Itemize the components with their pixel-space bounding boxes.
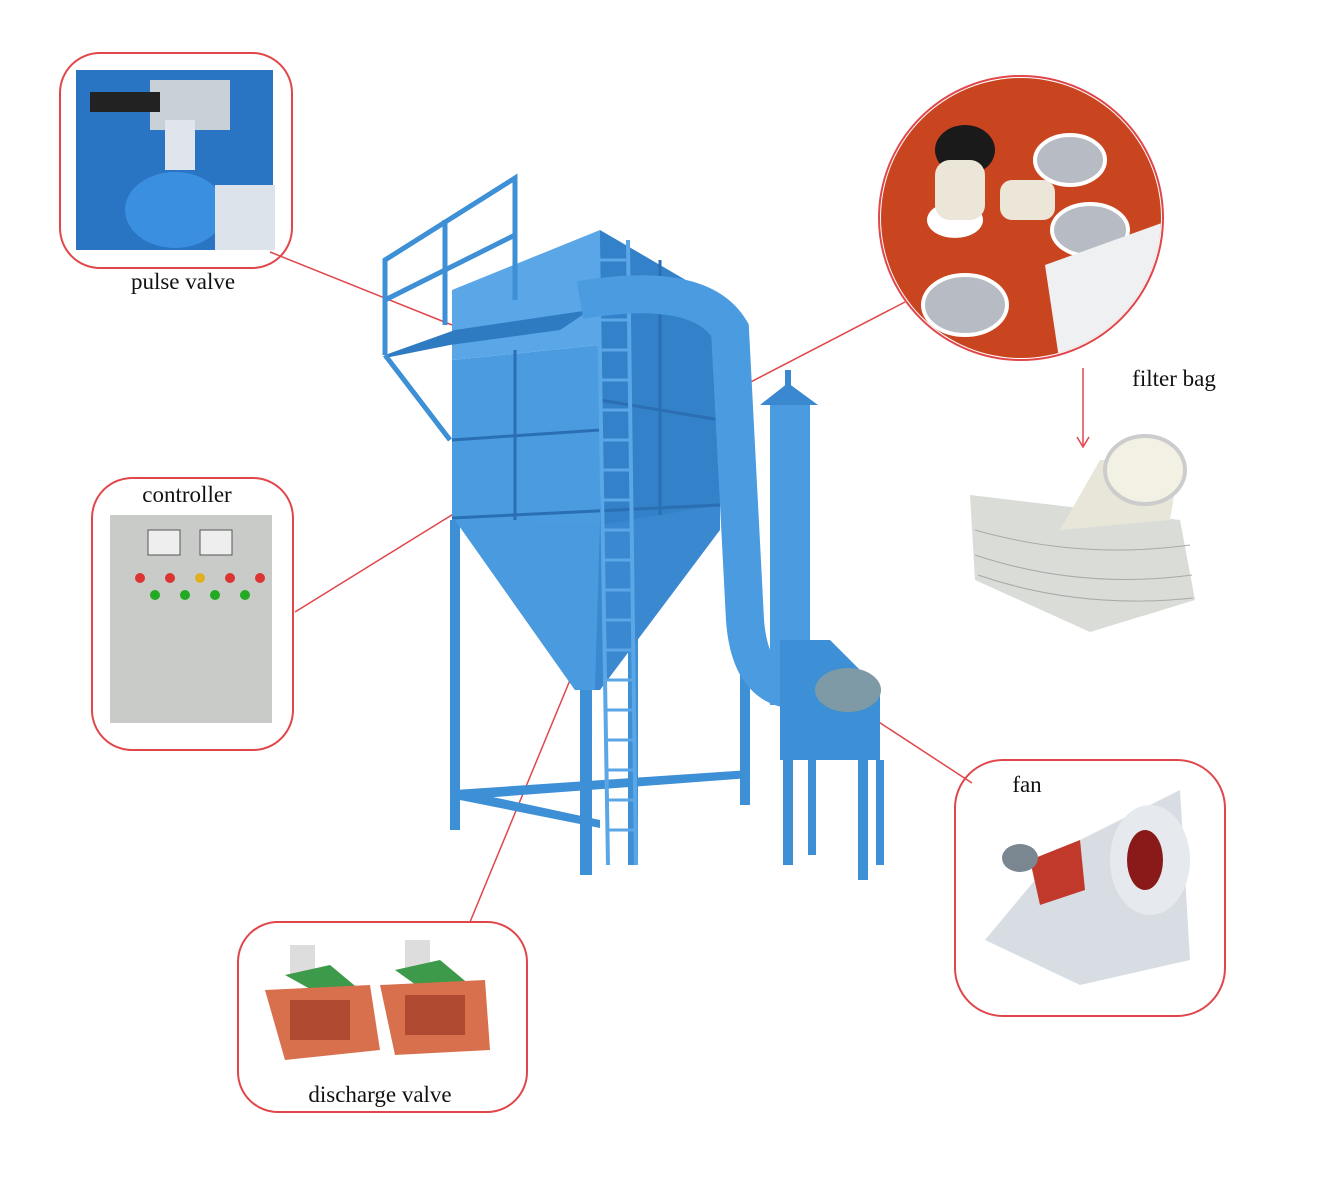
pulse-valve-photo xyxy=(76,70,275,250)
discharge-valve-label: discharge valve xyxy=(308,1082,452,1107)
controller-indicator-light xyxy=(165,573,175,583)
pulse-valve-frame xyxy=(59,52,293,269)
controller-photo xyxy=(110,515,272,723)
pulse-valve-label: pulse valve xyxy=(130,269,236,294)
filter-bag-install-photo xyxy=(881,78,1161,358)
filter-bag-frame xyxy=(878,75,1164,361)
leader-discharge-valve xyxy=(469,667,576,923)
fan-photo xyxy=(985,790,1190,985)
fan-label: fan xyxy=(1012,772,1042,797)
controller-indicator-light xyxy=(150,590,160,600)
controller-indicator-light xyxy=(240,590,250,600)
filter-bag-label: filter bag xyxy=(1132,366,1216,391)
discharge-valve-frame xyxy=(237,921,528,1113)
controller-indicator-light xyxy=(225,573,235,583)
fan-frame xyxy=(954,759,1226,1017)
controller-indicator-light xyxy=(210,590,220,600)
filter-bag-photo xyxy=(970,434,1195,632)
discharge-valve-photo xyxy=(265,940,490,1060)
controller-indicator-light xyxy=(180,590,190,600)
controller-indicator-light xyxy=(195,573,205,583)
controller-indicator-light xyxy=(135,573,145,583)
controller-frame xyxy=(91,477,294,751)
controller-label: controller xyxy=(142,482,232,507)
dust-collector-machine xyxy=(382,173,884,880)
leader-fan xyxy=(864,712,973,784)
leader-pulse-valve xyxy=(269,251,453,326)
leader-controller xyxy=(294,512,456,613)
controller-indicator-light xyxy=(255,573,265,583)
